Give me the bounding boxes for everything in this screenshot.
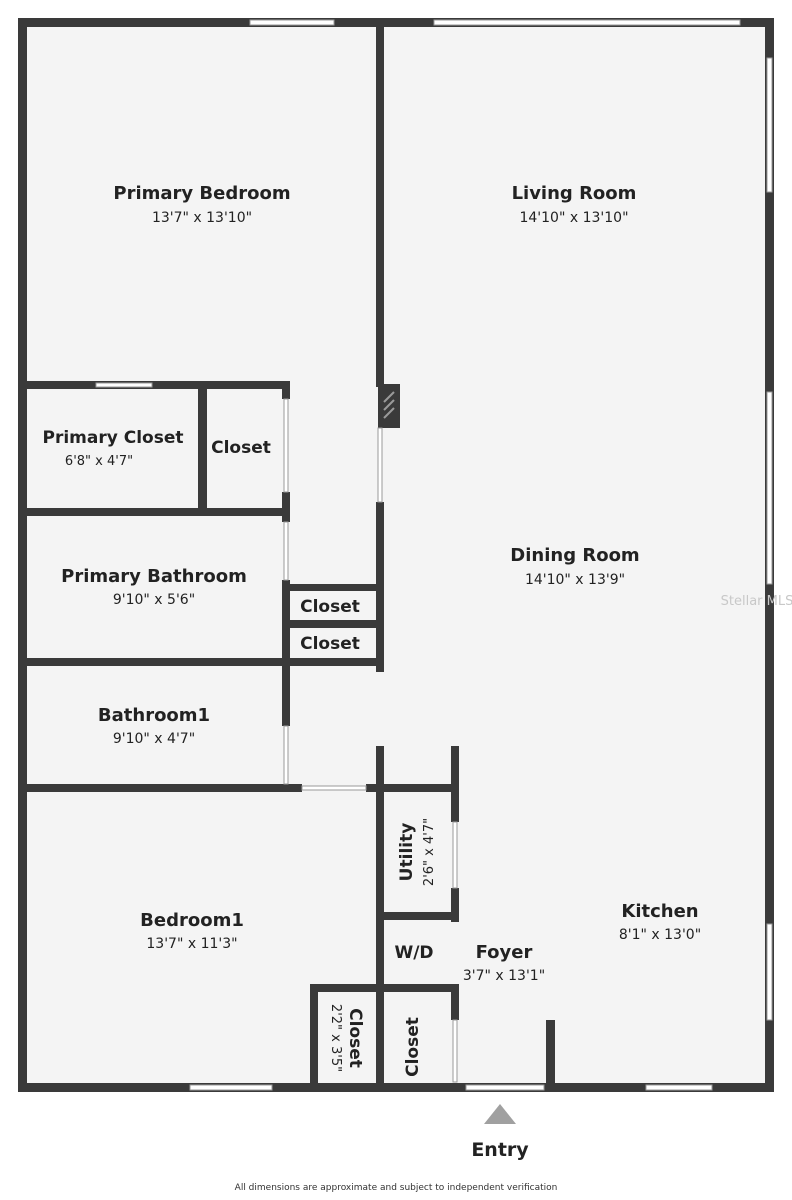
wall-closet-top <box>22 381 290 389</box>
wall-bath1-bottom-right <box>366 784 378 792</box>
utility-label: Utility 2'6" x 4'7" <box>397 818 437 886</box>
window-bath1-bottom <box>301 785 367 791</box>
window-entry-door <box>465 1084 545 1091</box>
wall-bottom <box>18 1083 774 1092</box>
closet-e-label: Closet <box>403 1017 423 1077</box>
wall-utility-left <box>376 788 384 1088</box>
wall-closet-e-right-top <box>451 988 459 1020</box>
closet-b-name: Closet <box>300 597 360 617</box>
closet-d-name: Closet <box>345 1008 365 1068</box>
wall-closet-b-top <box>286 584 380 591</box>
wall-bath-bottom <box>22 658 290 666</box>
primary-closet-dims: 6'8" x 4'7" <box>65 454 133 469</box>
utility-dims: 2'6" x 4'7" <box>422 818 437 886</box>
wall-kitchen-stub <box>546 1020 555 1088</box>
wall-closet-right-bottom <box>282 492 290 522</box>
disclaimer-text: All dimensions are approximate and subje… <box>234 1183 558 1193</box>
primary-closet-name: Primary Closet <box>43 428 184 448</box>
window-utility-side <box>452 821 458 889</box>
entry-arrow-icon <box>484 1104 516 1124</box>
window-kitchen-bottom <box>645 1084 713 1091</box>
wall-top <box>18 18 774 27</box>
wd-name: W/D <box>394 943 433 963</box>
bedroom1-name: Bedroom1 <box>140 910 244 931</box>
entry-label: Entry <box>471 1139 529 1161</box>
window-closet-side <box>283 398 289 493</box>
dining-room-dims: 14'10" x 13'9" <box>525 572 625 588</box>
wall-closet-d-top <box>310 984 380 992</box>
closet-a-name: Closet <box>211 438 271 458</box>
window-dining-right <box>766 391 773 585</box>
window-bedroom1-bottom <box>189 1084 273 1091</box>
window-bath1-side <box>283 725 289 785</box>
wall-wd-bottom <box>376 984 459 992</box>
foyer-name: Foyer <box>476 942 533 963</box>
wall-closet-b-c <box>286 620 380 628</box>
watermark-text: Stellar MLS <box>721 594 792 609</box>
wall-left <box>18 18 27 1092</box>
bathroom1-name: Bathroom1 <box>98 705 210 726</box>
wall-utility-top <box>376 784 459 792</box>
kitchen-name: Kitchen <box>621 901 698 922</box>
wall-closet-right-top <box>282 385 290 399</box>
window-closet-top <box>95 382 153 388</box>
wall-utility-right-lower <box>451 888 459 922</box>
window-bedroom-top <box>249 19 335 26</box>
closet-d-dims: 2'2" x 3'5" <box>328 1004 343 1072</box>
primary-bathroom-dims: 9'10" x 5'6" <box>113 592 195 608</box>
wall-bedroom-living <box>376 27 384 387</box>
living-room-dims: 14'10" x 13'10" <box>519 210 628 226</box>
window-living-top <box>433 19 741 26</box>
wall-bath1-right <box>282 662 290 726</box>
windows <box>95 19 773 1091</box>
bedroom1-dims: 13'7" x 11'3" <box>146 936 237 952</box>
wall-utility-bottom <box>376 912 459 920</box>
primary-bedroom-name: Primary Bedroom <box>113 183 290 204</box>
fireplace-hatch <box>383 391 395 419</box>
bathroom1-dims: 9'10" x 4'7" <box>113 731 195 747</box>
wall-hall-stub-left <box>376 746 384 790</box>
window-kitchen-right <box>766 923 773 1021</box>
window-bath-side <box>283 521 289 581</box>
window-closet-e-side <box>452 1019 458 1083</box>
floor-area <box>22 22 770 1086</box>
wall-between-closets <box>198 385 207 512</box>
closet-c-name: Closet <box>300 634 360 654</box>
living-room-name: Living Room <box>512 183 637 204</box>
foyer-dims: 3'7" x 13'1" <box>463 968 545 984</box>
wall-closet-bottom <box>22 508 290 516</box>
primary-bathroom-name: Primary Bathroom <box>61 566 247 587</box>
closet-d-label: Closet 2'2" x 3'5" <box>328 1004 365 1072</box>
dining-room-name: Dining Room <box>510 545 639 566</box>
kitchen-dims: 8'1" x 13'0" <box>619 927 701 943</box>
wall-closet-c-bottom <box>286 658 380 666</box>
window-fireplace-gap <box>377 427 383 503</box>
utility-name: Utility <box>397 823 417 882</box>
window-living-right <box>766 57 773 193</box>
wall-bath1-bottom-left <box>22 784 302 792</box>
primary-bedroom-dims: 13'7" x 13'10" <box>152 210 252 226</box>
closet-e-name: Closet <box>403 1017 423 1077</box>
wall-closet-d-left <box>310 984 318 1088</box>
